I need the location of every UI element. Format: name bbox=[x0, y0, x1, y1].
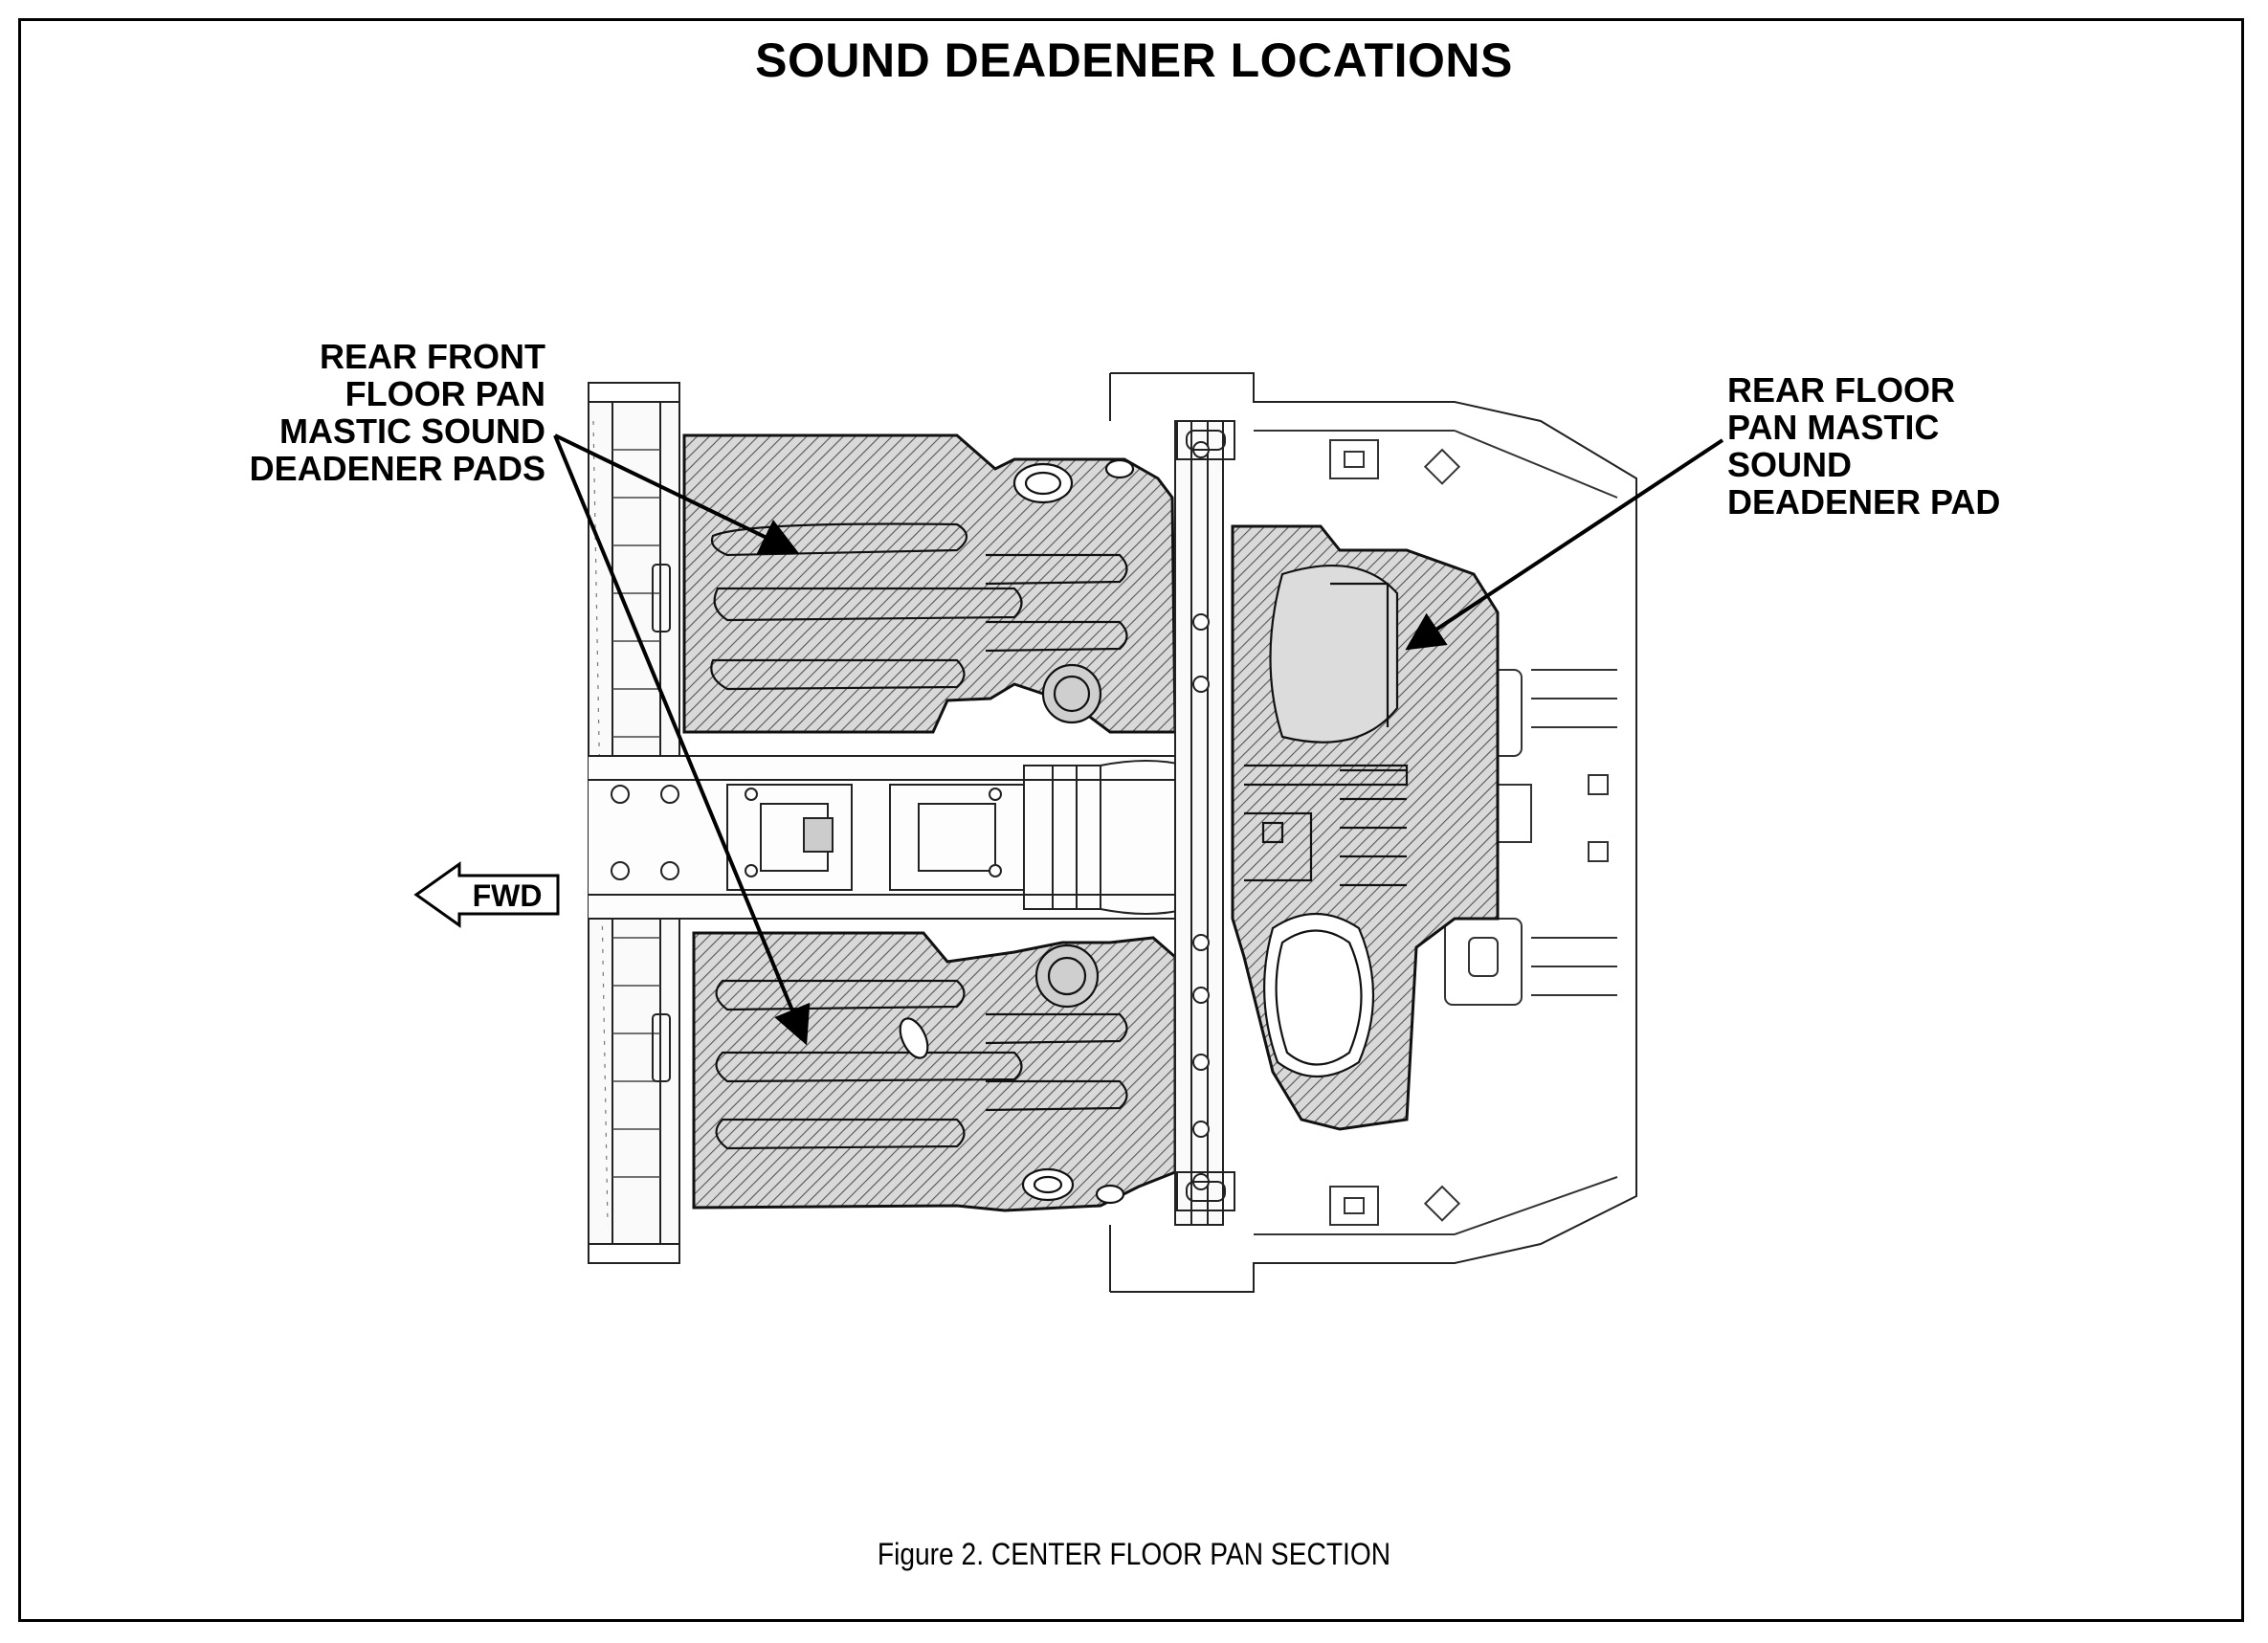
arrow-to-rear-pad bbox=[1405, 438, 1724, 651]
figure-frame bbox=[18, 18, 2244, 1622]
callout-line: PAN MASTIC bbox=[1727, 408, 1940, 447]
center-tunnel bbox=[589, 755, 1188, 920]
fwd-arrow: FWD bbox=[413, 861, 560, 928]
callout-line: DEADENER PADS bbox=[249, 449, 545, 488]
rear-cross-member bbox=[1174, 420, 1224, 1226]
arrow-to-upper-front-pad bbox=[554, 433, 800, 555]
rear-floor-structure bbox=[1109, 372, 1637, 1293]
fwd-label: FWD bbox=[473, 878, 543, 913]
page-title: SOUND DEADENER LOCATIONS bbox=[755, 33, 1513, 87]
callout-line: DEADENER PAD bbox=[1727, 482, 2001, 522]
callout-line: REAR FRONT bbox=[320, 337, 545, 376]
rear-front-floor-pan-lower bbox=[692, 931, 1177, 1212]
callout-line: FLOOR PAN bbox=[345, 374, 545, 413]
rear-floor-pan-pad bbox=[1231, 524, 1500, 1131]
callout-rear-floor-pan-pad: REAR FLOOR PAN MASTIC SOUND DEADENER PAD bbox=[1727, 371, 2110, 521]
callout-line: REAR FLOOR bbox=[1727, 370, 1955, 410]
figure-caption: Figure 2. CENTER FLOOR PAN SECTION bbox=[877, 1537, 1391, 1571]
callout-line: MASTIC SOUND bbox=[279, 411, 545, 451]
callout-arrows bbox=[553, 433, 1724, 1046]
rear-front-floor-pan-upper bbox=[682, 433, 1177, 734]
callout-line: SOUND bbox=[1727, 445, 1853, 484]
arrow-to-lower-front-pad bbox=[553, 434, 811, 1046]
callout-rear-front-floor-pan-pads: REAR FRONT FLOOR PAN MASTIC SOUND DEADEN… bbox=[172, 338, 545, 487]
